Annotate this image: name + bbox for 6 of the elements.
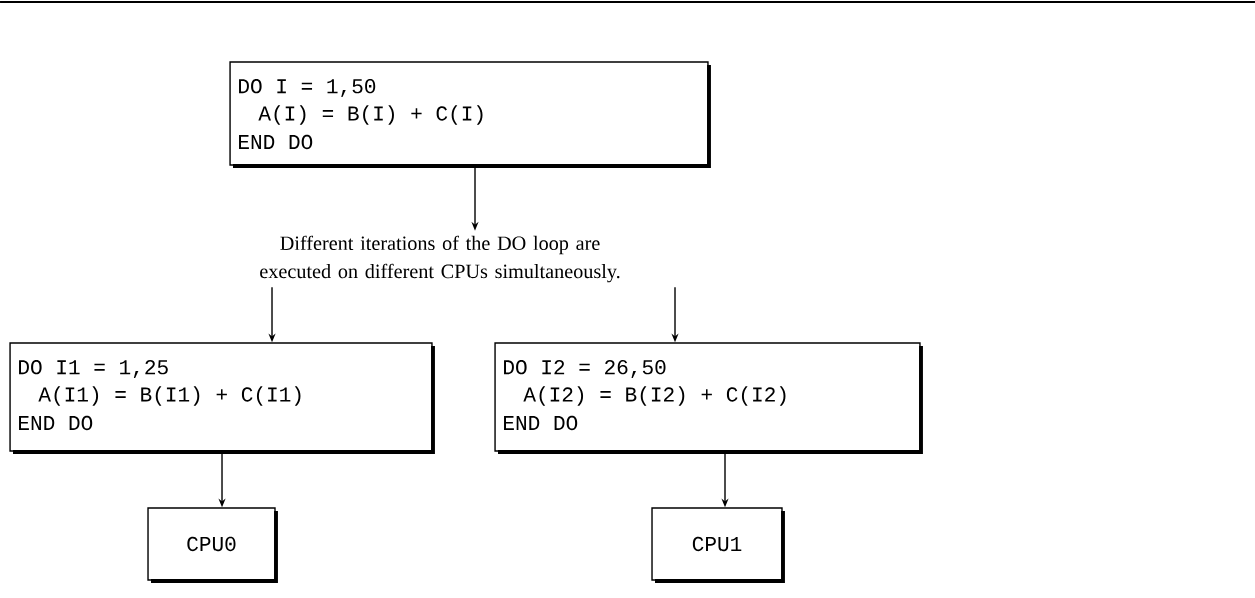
code-box: DO I = 1,50 A(I) = B(I) + C(I) END DO: [229, 61, 711, 168]
cpu-box: CPU1: [651, 507, 785, 583]
cpu-box: CPU0: [147, 507, 278, 583]
code-box: DO I2 = 26,50 A(I2) = B(I2) + C(I2) END DO: [494, 342, 923, 454]
code-box: DO I1 = 1,25 A(I1) = B(I1) + C(I1) END DO: [9, 342, 435, 454]
note-text: Different iterations of the DO loop are executed on different CPUs simultaneously.: [260, 235, 620, 283]
